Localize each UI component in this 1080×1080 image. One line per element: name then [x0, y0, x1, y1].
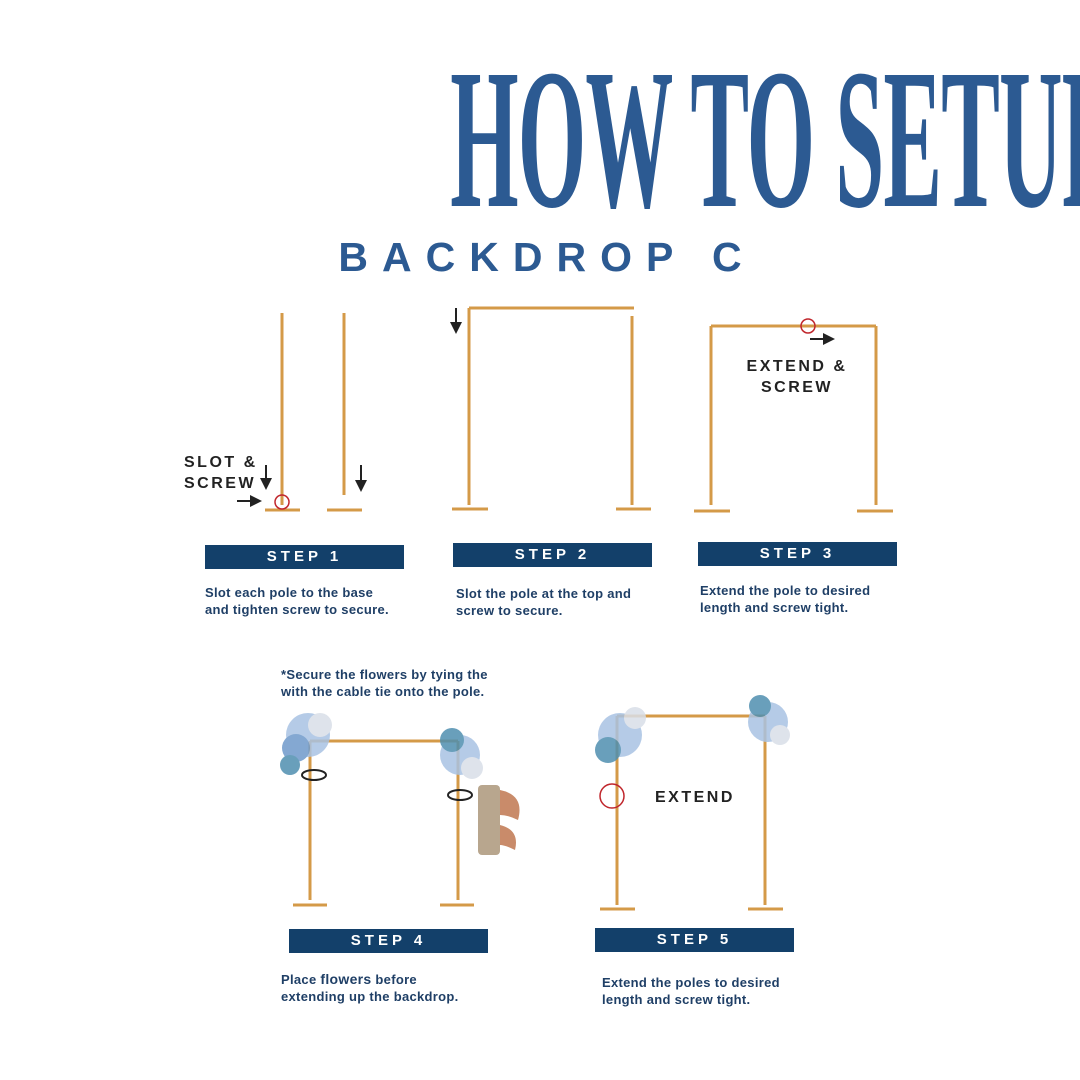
- step1-callout: SLOT & SCREW: [184, 452, 258, 494]
- step-2-description: Slot the pole at the top and screw to se…: [456, 585, 631, 619]
- step2-frame: [452, 306, 651, 511]
- callout-line: SCREW: [184, 475, 257, 492]
- step-1-description: Slot each pole to the base and tighten s…: [205, 584, 389, 618]
- desc-line: Slot each pole to the base: [205, 585, 374, 600]
- step4-note: *Secure the flowers by tying the with th…: [281, 666, 488, 700]
- desc-text: before: [371, 972, 417, 987]
- desc-line: Place flowers before: [281, 971, 459, 988]
- screw-marker-icon: [800, 318, 816, 334]
- callout-line: SCREW: [760, 379, 834, 396]
- cable-tie-closeup-photo: [478, 785, 520, 855]
- desc-line: screw to secure.: [456, 603, 563, 618]
- flower-arrangement-icon: [280, 713, 332, 775]
- step-1-banner: STEP 1: [205, 545, 404, 569]
- title-text: HOW TO SETUP?: [450, 29, 1080, 250]
- step3-frame: [694, 324, 893, 513]
- note-line: with the cable tie onto the pole.: [281, 684, 485, 699]
- desc-line: Extend the poles to desired: [602, 975, 780, 990]
- page-title: HOW TO SETUP?: [0, 40, 1080, 240]
- flower-arrangement-icon: [748, 695, 790, 745]
- desc-line: extending up the backdrop.: [281, 989, 459, 1004]
- flower-arrangement-icon: [595, 707, 646, 763]
- callout-line: SLOT &: [184, 454, 258, 471]
- screw-marker-icon: [599, 783, 625, 809]
- cable-tie-icon: [301, 769, 327, 781]
- callout-line: EXTEND &: [746, 358, 848, 375]
- step-4-banner: STEP 4: [289, 929, 488, 953]
- step5-callout: EXTEND: [655, 789, 735, 806]
- desc-text: Place: [281, 972, 321, 987]
- step-3-banner: STEP 3: [698, 542, 897, 566]
- desc-emphasis: flowers: [320, 971, 372, 987]
- screw-marker-icon: [274, 494, 290, 510]
- desc-line: Slot the pole at the top and: [456, 586, 632, 601]
- note-line: *Secure the flowers by tying the: [281, 667, 488, 682]
- step1-arrows: [237, 465, 367, 507]
- page-subtitle: BACKDROP C: [338, 234, 756, 280]
- desc-line: length and screw tight.: [700, 600, 849, 615]
- step-4-description: Place flowers before extending up the ba…: [281, 971, 459, 1005]
- cable-tie-icon: [447, 789, 473, 801]
- step-5-description: Extend the poles to desired length and s…: [602, 974, 780, 1008]
- step-5-banner: STEP 5: [595, 928, 794, 952]
- step-2-banner: STEP 2: [453, 543, 652, 567]
- desc-line: and tighten screw to secure.: [205, 602, 389, 617]
- desc-line: Extend the pole to desired: [700, 583, 871, 598]
- step3-callout: EXTEND & SCREW: [737, 356, 857, 398]
- step-3-description: Extend the pole to desired length and sc…: [700, 582, 870, 616]
- flower-arrangement-icon: [440, 728, 483, 779]
- step1-frame: [265, 313, 362, 512]
- desc-line: length and screw tight.: [602, 992, 751, 1007]
